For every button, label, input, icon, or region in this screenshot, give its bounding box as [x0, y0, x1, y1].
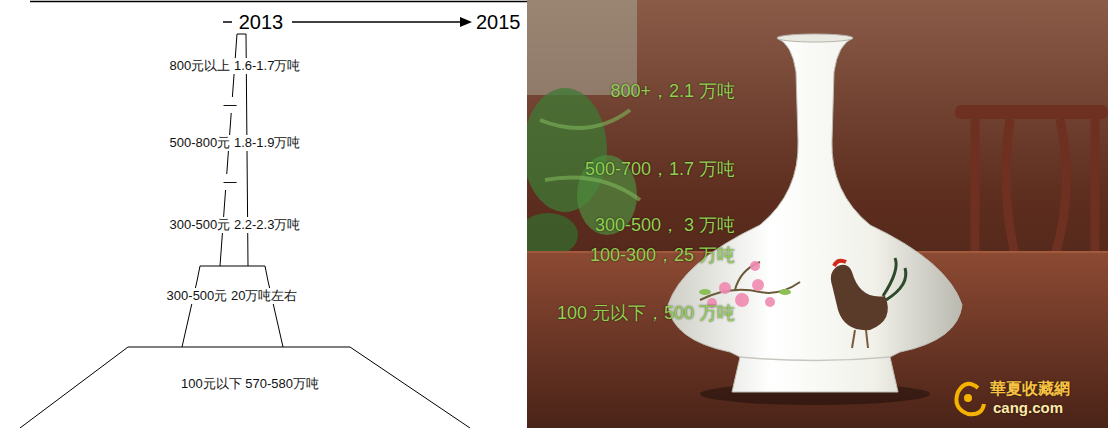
- middle-band: 300-500元 20万吨左右: [170, 266, 295, 347]
- separator-dash: —: [222, 174, 239, 190]
- time-arrow: [292, 21, 462, 23]
- price-tier-label: 800+，2.1 万吨: [610, 81, 735, 103]
- tick-mark: [223, 21, 232, 23]
- flower-leaves: [699, 289, 791, 295]
- tier-text: 500-800元 1.8-1.9万吨: [168, 135, 303, 151]
- flower: [735, 293, 749, 307]
- price-tier-label: 100 元以下，500 万吨: [557, 303, 735, 325]
- year-label: 2013: [239, 10, 284, 34]
- price-tower: 800元以上 1.6-1.7万吨 — 500-800元 1.8-1.9万吨 — 300-…: [150, 34, 320, 266]
- flower: [719, 282, 731, 294]
- band-outline: [182, 266, 283, 347]
- rooster-legs: [852, 330, 868, 348]
- tier-text: 100元以下 570-580万吨: [179, 376, 321, 392]
- logo-swirl: [956, 384, 984, 414]
- tier-text: 300-500元 20万吨左右: [165, 288, 300, 304]
- leaf: [699, 289, 711, 295]
- chair-back: [975, 119, 1095, 255]
- rooster-comb: [834, 261, 846, 266]
- flower: [752, 279, 764, 291]
- vase-foot: [740, 357, 890, 361]
- price-tier-label: 100-300，25 万吨: [590, 245, 735, 267]
- price-tier-label: 300-500， 3 万吨: [595, 215, 735, 237]
- vase-mouth: [777, 34, 853, 42]
- rooster: [831, 258, 906, 348]
- rooster-tail: [883, 258, 906, 300]
- watermark: cang.com: [993, 399, 1063, 417]
- band-outline: [20, 347, 470, 428]
- price-tier-label: 500-700，1.7 万吨: [585, 159, 735, 181]
- window-light: [527, 0, 637, 95]
- photo-background: [527, 0, 1108, 428]
- chair-back: [955, 105, 1108, 119]
- base-band: 100元以下 570-580万吨: [20, 347, 470, 428]
- tier-text: 800元以上 1.6-1.7万吨: [168, 58, 303, 74]
- flower-branch: [700, 262, 800, 300]
- plant-leaves: [540, 110, 640, 200]
- flowers: [707, 261, 775, 308]
- flower: [765, 297, 775, 307]
- vase-photo: [527, 0, 1108, 428]
- logo-dot: [964, 394, 972, 402]
- rooster-body: [831, 265, 888, 330]
- arrow-head: [460, 17, 472, 27]
- watermark: 華夏收藏網: [990, 379, 1070, 398]
- watermark-logo: [956, 384, 984, 414]
- year-label: 2015: [476, 10, 521, 34]
- leaf: [779, 289, 791, 295]
- separator-dash: —: [222, 97, 239, 113]
- plant-leaves: [527, 213, 578, 257]
- tier-text: 300-500元 2.2-2.3万吨: [168, 217, 303, 233]
- band-outline: [170, 266, 295, 347]
- flower: [750, 261, 760, 271]
